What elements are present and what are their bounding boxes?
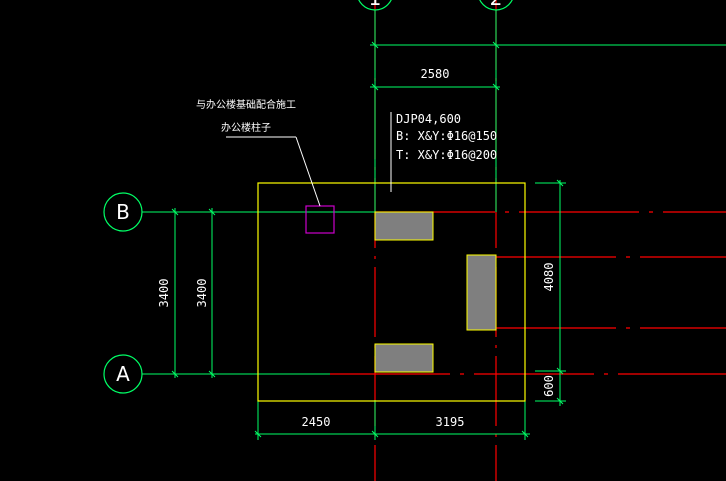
note-line-2: 办公楼柱子 [221,121,271,134]
column-right[interactable] [466,254,497,331]
dimension-top [370,41,726,91]
column-bottom[interactable] [374,343,434,373]
axis-label-col-1: 1 [369,0,382,10]
dimension-bottom-right-text: 3195 [436,415,465,429]
foundation-label-top-rebar: T: X&Y:Φ16@200 [396,148,497,162]
axis-bubble-row-b[interactable]: B [103,192,143,232]
axis-bubble-col-2[interactable]: 2 [478,0,514,11]
foundation-label-name: DJP04,600 [396,112,461,126]
dimension-left-inner-text: 3400 [195,279,209,308]
note-line-1: 与办公楼基础配合施工 [196,98,296,111]
dimension-right-small-text: 600 [542,375,556,397]
dimension-right [535,179,566,406]
axis-label-row-b: B [116,200,130,224]
dimension-top-text: 2580 [421,67,450,81]
axis-bubble-col-1[interactable]: 1 [357,0,393,11]
foundation-label-bottom-rebar: B: X&Y:Φ16@150 [396,129,497,143]
column-top[interactable] [374,211,434,241]
axis-extensions [142,10,497,375]
dimension-right-main-text: 4080 [542,263,556,292]
axis-label-col-2: 2 [490,0,503,10]
dimension-bottom [254,400,530,440]
note-leader [226,136,321,207]
office-column-marker[interactable] [305,205,335,234]
dimension-bottom-left-text: 2450 [302,415,331,429]
axis-bubble-row-a[interactable]: A [103,354,143,394]
axis-label-row-a: A [116,362,130,386]
dimension-left-outer-text: 3400 [157,279,171,308]
dimension-left [171,208,216,378]
